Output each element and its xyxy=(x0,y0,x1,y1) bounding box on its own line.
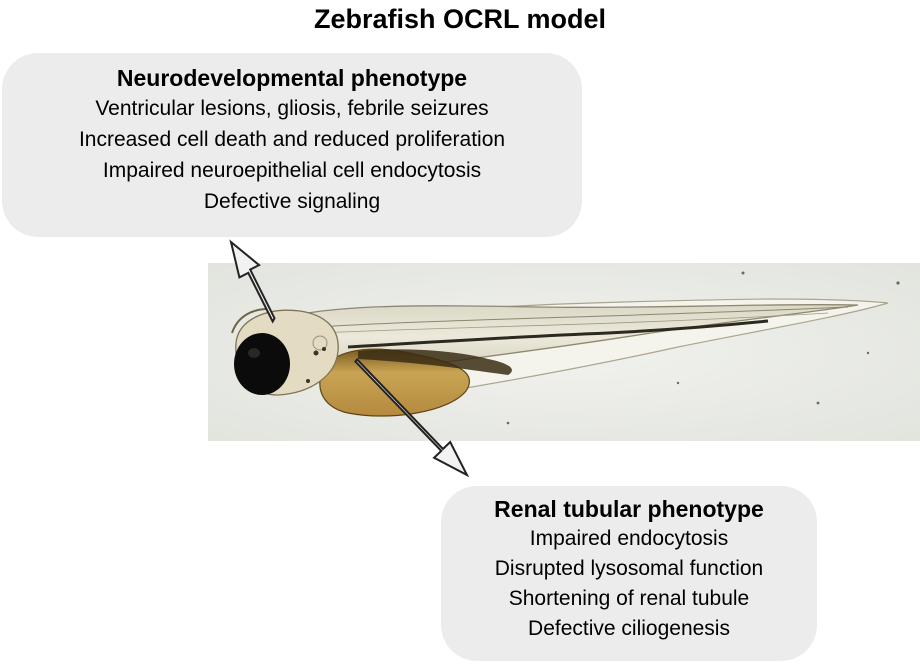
renal-heading: Renal tubular phenotype xyxy=(441,494,817,524)
renal-item: Disrupted lysosomal function xyxy=(441,554,817,584)
neurodevelopmental-phenotype-box: Neurodevelopmental phenotype Ventricular… xyxy=(2,53,582,237)
neurodevelopmental-heading: Neurodevelopmental phenotype xyxy=(2,63,582,93)
neuro-item: Ventricular lesions, gliosis, febrile se… xyxy=(2,93,582,124)
renal-item: Defective ciliogenesis xyxy=(441,614,817,644)
figure-title: Zebrafish OCRL model xyxy=(0,2,920,36)
neuro-item: Increased cell death and reduced prolife… xyxy=(2,124,582,155)
zebrafish-larva-photo xyxy=(208,263,920,441)
renal-item: Impaired endocytosis xyxy=(441,524,817,554)
zebrafish-larva-illustration xyxy=(208,263,920,441)
renal-tubular-phenotype-box: Renal tubular phenotype Impaired endocyt… xyxy=(441,486,817,661)
neuro-item: Impaired neuroepithelial cell endocytosi… xyxy=(2,155,582,186)
neuro-item: Defective signaling xyxy=(2,186,582,217)
renal-item: Shortening of renal tubule xyxy=(441,584,817,614)
